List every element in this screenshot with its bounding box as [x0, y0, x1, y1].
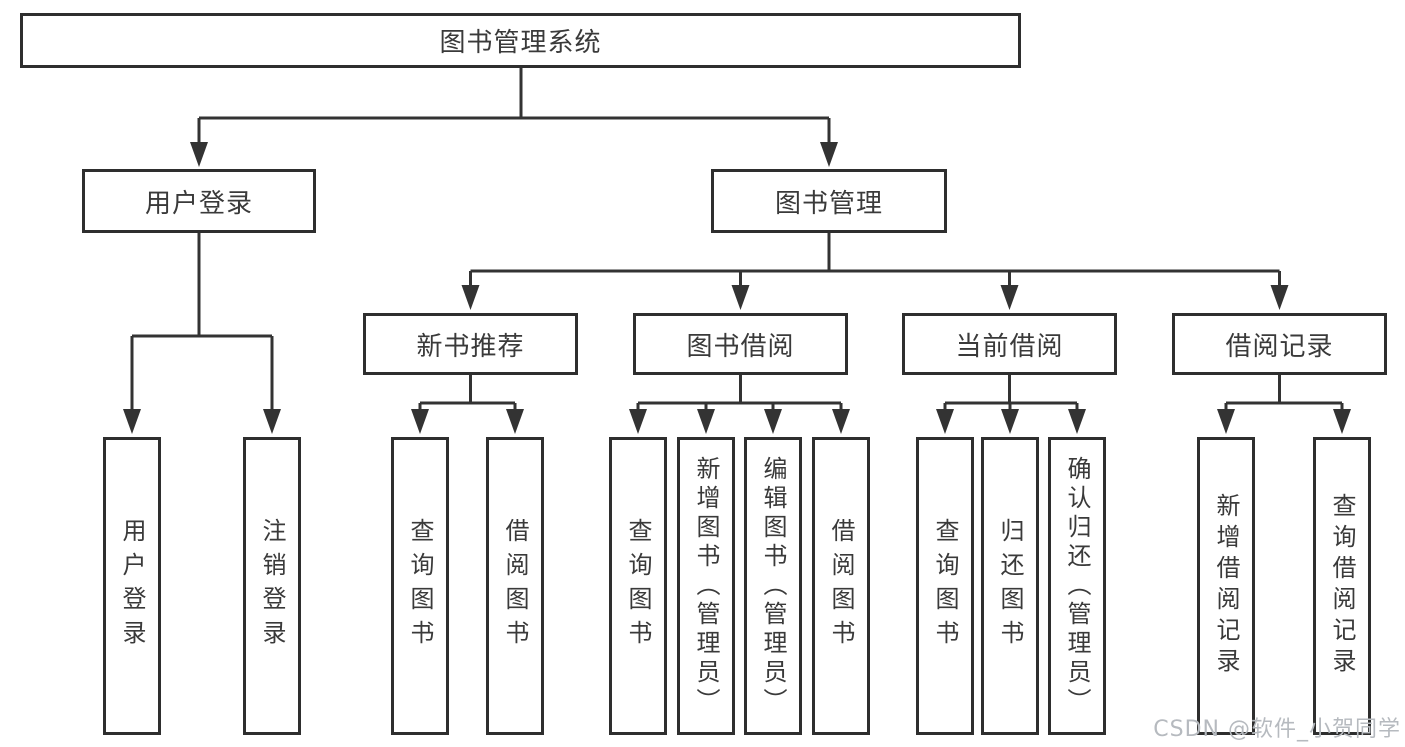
leaf-add-borrow-record-label: 新增借阅记录 — [1212, 493, 1240, 679]
arrowhead-icon — [461, 285, 480, 310]
connector-current-borrow-branch — [943, 375, 1079, 411]
node-library-system: 图书管理系统 — [20, 13, 1021, 68]
leaf-borrow-query-books-label: 查询图书 — [624, 518, 652, 654]
leaf-current-query-books-label: 查询图书 — [931, 518, 959, 654]
leaf-add-borrow-record: 新增借阅记录 — [1197, 437, 1255, 735]
connector-new-book-branch — [418, 375, 517, 411]
leaf-user-login: 用户登录 — [103, 437, 161, 735]
leaf-recommend-borrow-books-label: 借阅图书 — [501, 518, 529, 654]
leaf-recommend-query-books-label: 查询图书 — [406, 518, 434, 654]
leaf-return-book-label: 归还图书 — [996, 518, 1024, 654]
node-current-borrow-label: 当前借阅 — [955, 331, 1064, 362]
arrowhead-icon — [832, 409, 850, 434]
arrowhead-icon — [697, 409, 715, 434]
node-user-login-label: 用户登录 — [144, 188, 253, 219]
node-new-book-recommend-label: 新书推荐 — [416, 331, 525, 362]
arrowhead-icon — [731, 285, 750, 310]
leaf-borrow-books: 借阅图书 — [812, 437, 870, 735]
node-borrow-records-label: 借阅记录 — [1225, 331, 1334, 362]
node-user-login: 用户登录 — [82, 169, 316, 233]
leaf-recommend-borrow-books: 借阅图书 — [486, 437, 544, 735]
connector-book-management-branch — [469, 233, 1281, 287]
leaf-logout: 注销登录 — [243, 437, 301, 735]
arrowhead-icon — [1270, 285, 1289, 310]
leaf-confirm-return-admin-label: 确认归还（管理员） — [1063, 455, 1091, 717]
node-new-book-recommend: 新书推荐 — [363, 313, 578, 375]
arrowhead-icon — [1001, 409, 1019, 434]
node-book-borrow-label: 图书借阅 — [686, 331, 795, 362]
arrowhead-icon — [506, 409, 524, 434]
arrowhead-icon — [1333, 409, 1351, 434]
arrowhead-icon — [820, 142, 838, 167]
arrowhead-icon — [1000, 285, 1019, 310]
node-book-management-label: 图书管理 — [774, 188, 883, 219]
leaf-return-book: 归还图书 — [981, 437, 1039, 735]
leaf-add-book-admin: 新增图书（管理员） — [677, 437, 735, 735]
arrowhead-icon — [764, 409, 782, 434]
leaf-borrow-books-label: 借阅图书 — [827, 518, 855, 654]
leaf-current-query-books: 查询图书 — [916, 437, 974, 735]
leaf-edit-book-admin: 编辑图书（管理员） — [744, 437, 802, 735]
leaf-edit-book-admin-label: 编辑图书（管理员） — [759, 455, 787, 717]
arrowheads — [123, 142, 1351, 434]
arrowhead-icon — [936, 409, 954, 434]
node-book-management: 图书管理 — [711, 169, 947, 233]
arrowhead-icon — [411, 409, 429, 434]
arrowhead-icon — [190, 142, 208, 167]
arrowhead-icon — [263, 409, 281, 434]
arrowhead-icon — [1068, 409, 1086, 434]
node-library-system-label: 图书管理系统 — [439, 28, 602, 58]
leaf-confirm-return-admin: 确认归还（管理员） — [1048, 437, 1106, 735]
leaf-recommend-query-books: 查询图书 — [391, 437, 449, 735]
leaf-borrow-query-books: 查询图书 — [609, 437, 667, 735]
connector-user-login-branch — [130, 233, 274, 411]
node-current-borrow: 当前借阅 — [902, 313, 1117, 375]
leaf-user-login-label: 用户登录 — [118, 518, 146, 654]
connector-root-to-level2 — [197, 68, 831, 144]
arrowhead-icon — [629, 409, 647, 434]
watermark: CSDN @软件_小贺同学 — [1153, 717, 1401, 742]
node-book-borrow: 图书借阅 — [633, 313, 848, 375]
leaf-add-book-admin-label: 新增图书（管理员） — [692, 455, 720, 717]
node-borrow-records: 借阅记录 — [1172, 313, 1387, 375]
leaf-logout-label: 注销登录 — [258, 518, 286, 654]
connector-book-borrow-branch — [636, 375, 843, 411]
connector-borrow-records-branch — [1224, 375, 1344, 411]
arrowhead-icon — [1217, 409, 1235, 434]
leaf-query-borrow-record-label: 查询借阅记录 — [1328, 493, 1356, 679]
arrowhead-icon — [123, 409, 141, 434]
leaf-query-borrow-record: 查询借阅记录 — [1313, 437, 1371, 735]
